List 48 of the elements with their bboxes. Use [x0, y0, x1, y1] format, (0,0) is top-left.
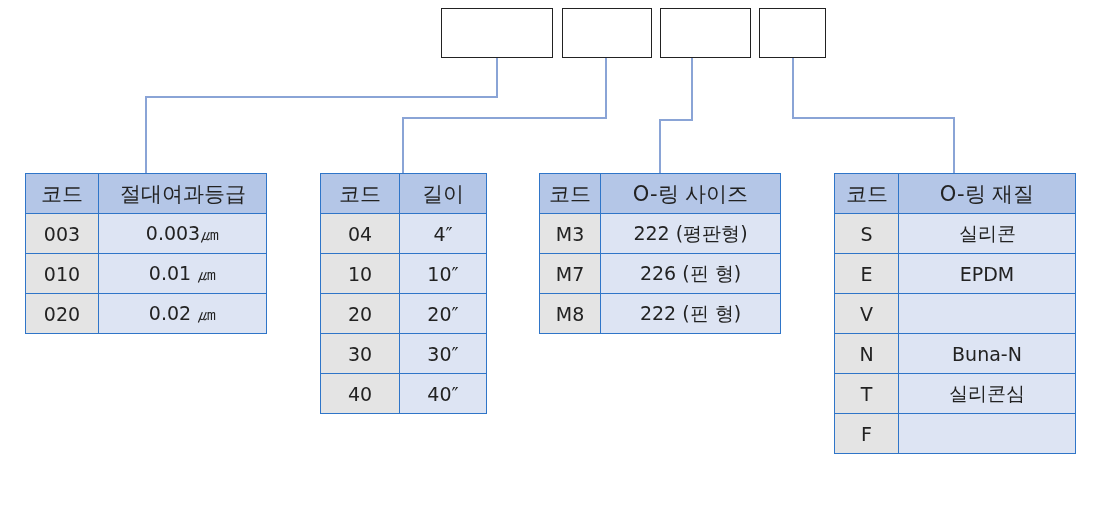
table-cell: Buna-N — [898, 333, 1076, 374]
table-cell: 222 (핀 형) — [600, 293, 781, 334]
table-cell: 226 (핀 형) — [600, 253, 781, 294]
table-cell: 40″ — [399, 373, 487, 414]
table-cell: 30 — [320, 333, 400, 374]
table-cell: E — [834, 253, 899, 294]
table-header-cell: 절대여과등급 — [98, 173, 267, 214]
table-cell: 0.01 ㎛ — [98, 253, 267, 294]
table-header-cell: O-링 재질 — [898, 173, 1076, 214]
code-box — [759, 8, 826, 58]
table-cell: 40 — [320, 373, 400, 414]
table-cell: F — [834, 413, 899, 454]
table-cell: 20″ — [399, 293, 487, 334]
table-cell: S — [834, 213, 899, 254]
code-box — [441, 8, 553, 58]
code-box — [562, 8, 652, 58]
table-cell: 10″ — [399, 253, 487, 294]
table-header-cell: O-링 사이즈 — [600, 173, 781, 214]
table-cell: 222 (평판형) — [600, 213, 781, 254]
table-cell: M7 — [539, 253, 601, 294]
table-cell: 020 — [25, 293, 99, 334]
connector-line — [659, 57, 693, 174]
table-cell: 10 — [320, 253, 400, 294]
table-cell: 0.02 ㎛ — [98, 293, 267, 334]
table-header-cell: 코드 — [25, 173, 99, 214]
table-cell: 실리콘심 — [898, 373, 1076, 414]
table-header-cell: 코드 — [539, 173, 601, 214]
table-cell: T — [834, 373, 899, 414]
code-box — [660, 8, 751, 58]
table-cell: 30″ — [399, 333, 487, 374]
table-cell: 20 — [320, 293, 400, 334]
table-cell: V — [834, 293, 899, 334]
table-cell: M3 — [539, 213, 601, 254]
connector-line — [145, 57, 498, 174]
table-cell: 04 — [320, 213, 400, 254]
table-cell: 0.003㎛ — [98, 213, 267, 254]
table-cell: 실리콘 — [898, 213, 1076, 254]
table-cell: 010 — [25, 253, 99, 294]
table-cell: 003 — [25, 213, 99, 254]
table-cell: N — [834, 333, 899, 374]
connector-line — [402, 57, 607, 174]
table-cell: 4″ — [399, 213, 487, 254]
table-cell: M8 — [539, 293, 601, 334]
table-header-cell: 코드 — [320, 173, 400, 214]
table-header-cell: 길이 — [399, 173, 487, 214]
table-header-cell: 코드 — [834, 173, 899, 214]
connector-line — [792, 57, 955, 174]
table-cell: EPDM — [898, 253, 1076, 294]
